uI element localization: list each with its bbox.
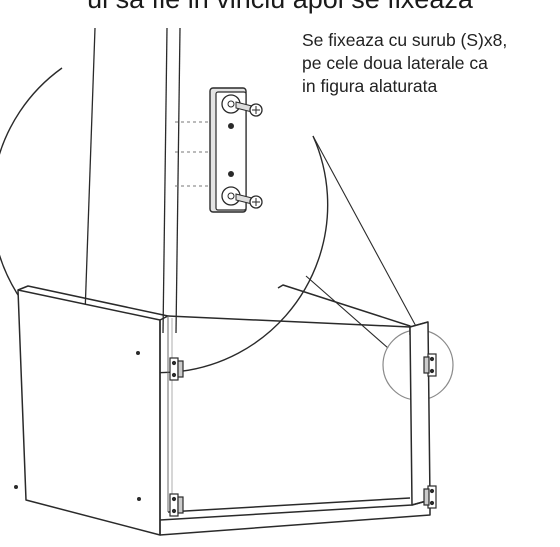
caption-line: in figura alaturata [302,76,438,96]
zoom-connector [312,135,419,331]
screw-icon [235,101,263,117]
panel-edge-line [84,27,96,315]
l-bracket-icon [169,357,184,381]
l-bracket-icon [423,353,437,377]
bracket-detail [209,87,247,213]
caption-line: pe cele doua laterale ca [302,53,488,73]
panel-edge-line [162,27,168,334]
panel-edge-line [175,27,181,334]
zoom-connector [305,275,389,349]
right-side-panel [409,321,431,506]
l-bracket-icon [423,485,437,509]
instruction-heading: ul sa fie in vinclu apoi se fixeaza [0,0,560,15]
caption-line: Se fixeaza cu surub (S)x8, [302,30,508,50]
zoom-detail [0,27,419,374]
l-bracket-icon [169,493,184,517]
cabinet [14,284,431,536]
instruction-caption: Se fixeaza cu surub (S)x8, pe cele doua … [302,29,560,98]
screw-icon [235,193,263,209]
